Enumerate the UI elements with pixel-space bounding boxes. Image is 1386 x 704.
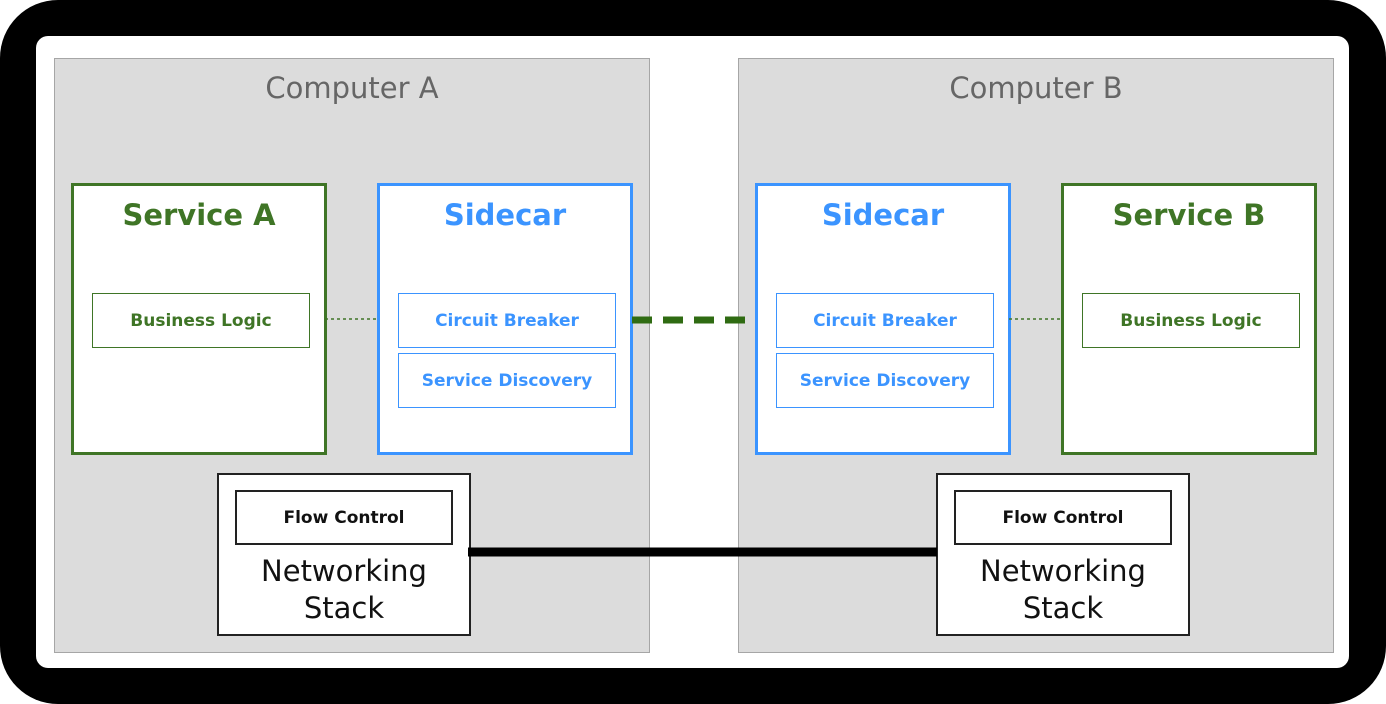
sidecar-b-box: Sidecar Circuit Breaker Service Discover… bbox=[755, 183, 1011, 455]
flow-control-a: Flow Control bbox=[235, 490, 453, 545]
computer-b-container: Computer B Sidecar Circuit Breaker Servi… bbox=[738, 58, 1334, 653]
sidecar-b-circuit-breaker: Circuit Breaker bbox=[776, 293, 994, 348]
service-b-business-logic: Business Logic bbox=[1082, 293, 1300, 348]
flow-control-b: Flow Control bbox=[954, 490, 1172, 545]
service-b-title: Service B bbox=[1112, 198, 1266, 232]
diagram-canvas: Computer A Service A Business Logic Side… bbox=[36, 36, 1349, 668]
service-a-box: Service A Business Logic bbox=[71, 183, 327, 455]
networking-stack-a-label: Networking Stack bbox=[219, 553, 469, 627]
sidecar-b-title: Sidecar bbox=[821, 198, 945, 232]
networking-stack-a-label-line2: Stack bbox=[303, 591, 385, 625]
computer-a-title: Computer A bbox=[265, 71, 439, 105]
networking-stack-b-label: Networking Stack bbox=[938, 553, 1188, 627]
computer-a-container: Computer A Service A Business Logic Side… bbox=[54, 58, 650, 653]
sidecar-b-service-discovery: Service Discovery bbox=[776, 353, 994, 408]
sidecar-a-title: Sidecar bbox=[443, 198, 567, 232]
service-a-business-logic: Business Logic bbox=[92, 293, 310, 348]
service-a-title: Service A bbox=[122, 198, 276, 232]
networking-stack-b-label-line1: Networking bbox=[980, 554, 1146, 588]
service-b-box: Service B Business Logic bbox=[1061, 183, 1317, 455]
networking-stack-a: Flow Control Networking Stack bbox=[217, 473, 471, 636]
sidecar-a-box: Sidecar Circuit Breaker Service Discover… bbox=[377, 183, 633, 455]
sidecar-a-circuit-breaker: Circuit Breaker bbox=[398, 293, 616, 348]
sidecar-a-service-discovery: Service Discovery bbox=[398, 353, 616, 408]
networking-stack-b: Flow Control Networking Stack bbox=[936, 473, 1190, 636]
computer-b-title: Computer B bbox=[949, 71, 1123, 105]
networking-stack-a-label-line1: Networking bbox=[261, 554, 427, 588]
networking-stack-b-label-line2: Stack bbox=[1022, 591, 1104, 625]
